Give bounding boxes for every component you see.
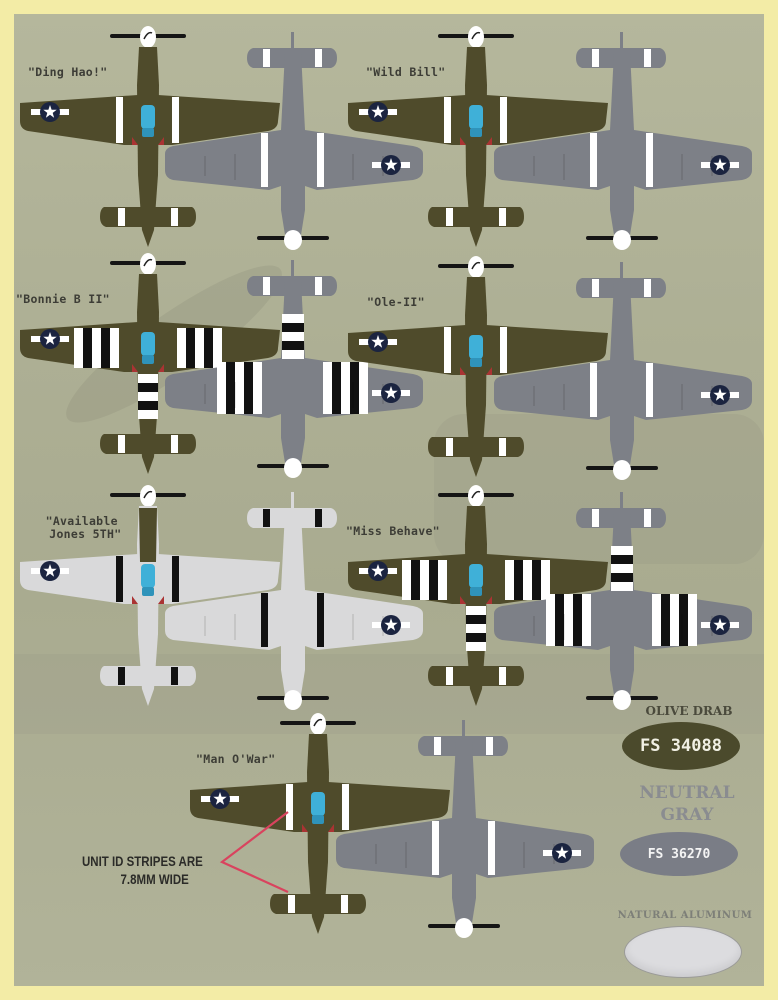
note-line-2: 7.8MM WIDE: [120, 871, 189, 887]
aircraft-underside-view: [494, 30, 754, 255]
star-insignia-icon: [701, 155, 739, 175]
aircraft-name-label: "Ole-II": [367, 295, 425, 309]
propeller-icon: [586, 230, 658, 250]
aircraft-underside-view: [165, 30, 425, 255]
star-insignia-icon: [201, 789, 239, 809]
propeller-icon: [110, 253, 186, 275]
aircraft-name-label: "Man O'War": [196, 752, 276, 766]
aircraft-name-label: "Available Jones 5TH": [45, 514, 122, 541]
aircraft-name-label: "Ding Hao!": [28, 65, 108, 79]
aircraft-name-label: "Wild Bill": [366, 65, 446, 79]
propeller-icon: [110, 26, 186, 48]
leader-line: [219, 811, 289, 894]
unit-id-stripe-note: UNIT ID STRIPES ARE 7.8MM WIDE: [82, 852, 203, 888]
propeller-icon: [257, 230, 329, 250]
aircraft-underside-view: [336, 718, 596, 943]
aircraft-underside-view: [494, 260, 754, 485]
star-insignia-icon: [372, 155, 410, 175]
canopy-icon: [141, 564, 155, 596]
canopy-icon: [469, 105, 483, 137]
aircraft-top-view: [190, 712, 450, 937]
natural-aluminum-label: NATURAL ALUMINUM: [617, 910, 753, 921]
aircraft-top-view: [20, 25, 280, 250]
propeller-icon: [280, 713, 356, 735]
star-insignia-icon: [701, 615, 739, 635]
star-insignia-icon: [359, 561, 397, 581]
canopy-icon: [141, 332, 155, 364]
propeller-icon: [586, 460, 658, 480]
aircraft-underside-view: [494, 490, 754, 715]
aircraft-top-view: [348, 25, 608, 250]
neutral-gray-swatch: FS 36270: [620, 832, 738, 876]
artwork-panel: "Ding Hao!" "Wild Bill" "Bonnie B II" "Ole-…: [14, 14, 764, 986]
olive-drab-swatch: FS 34088: [622, 722, 740, 770]
neutral-gray-code: FS 36270: [647, 846, 711, 862]
natural-aluminum-swatch: [624, 926, 742, 978]
star-insignia-icon: [31, 329, 69, 349]
propeller-icon: [438, 485, 514, 507]
canopy-icon: [469, 335, 483, 367]
aircraft-top-view: [348, 255, 608, 480]
note-line-1: UNIT ID STRIPES ARE: [82, 853, 203, 869]
propeller-icon: [428, 918, 500, 938]
propeller-icon: [586, 690, 658, 710]
propeller-icon: [438, 26, 514, 48]
propeller-icon: [257, 458, 329, 478]
star-insignia-icon: [359, 102, 397, 122]
star-insignia-icon: [372, 383, 410, 403]
star-insignia-icon: [359, 332, 397, 352]
canopy-icon: [469, 564, 483, 596]
aircraft-underside-view: [165, 490, 425, 715]
propeller-icon: [110, 485, 186, 507]
canopy-icon: [141, 105, 155, 137]
star-insignia-icon: [543, 843, 581, 863]
olive-drab-label: OLIVE DRAB: [645, 704, 733, 718]
propeller-icon: [438, 256, 514, 278]
neutral-gray-label: NEUTRAL GRAY: [639, 783, 735, 825]
aircraft-top-view: [348, 484, 608, 709]
star-insignia-icon: [31, 102, 69, 122]
aircraft-top-view: [20, 484, 280, 709]
canopy-icon: [311, 792, 325, 824]
star-insignia-icon: [372, 615, 410, 635]
aircraft-underside-view: [165, 258, 425, 483]
aircraft-top-view: [20, 252, 280, 477]
olive-drab-code: FS 34088: [640, 736, 722, 756]
star-insignia-icon: [31, 561, 69, 581]
propeller-icon: [257, 690, 329, 710]
star-insignia-icon: [701, 385, 739, 405]
aircraft-name-label: "Miss Behave": [346, 524, 440, 538]
aircraft-name-label: "Bonnie B II": [16, 292, 110, 306]
